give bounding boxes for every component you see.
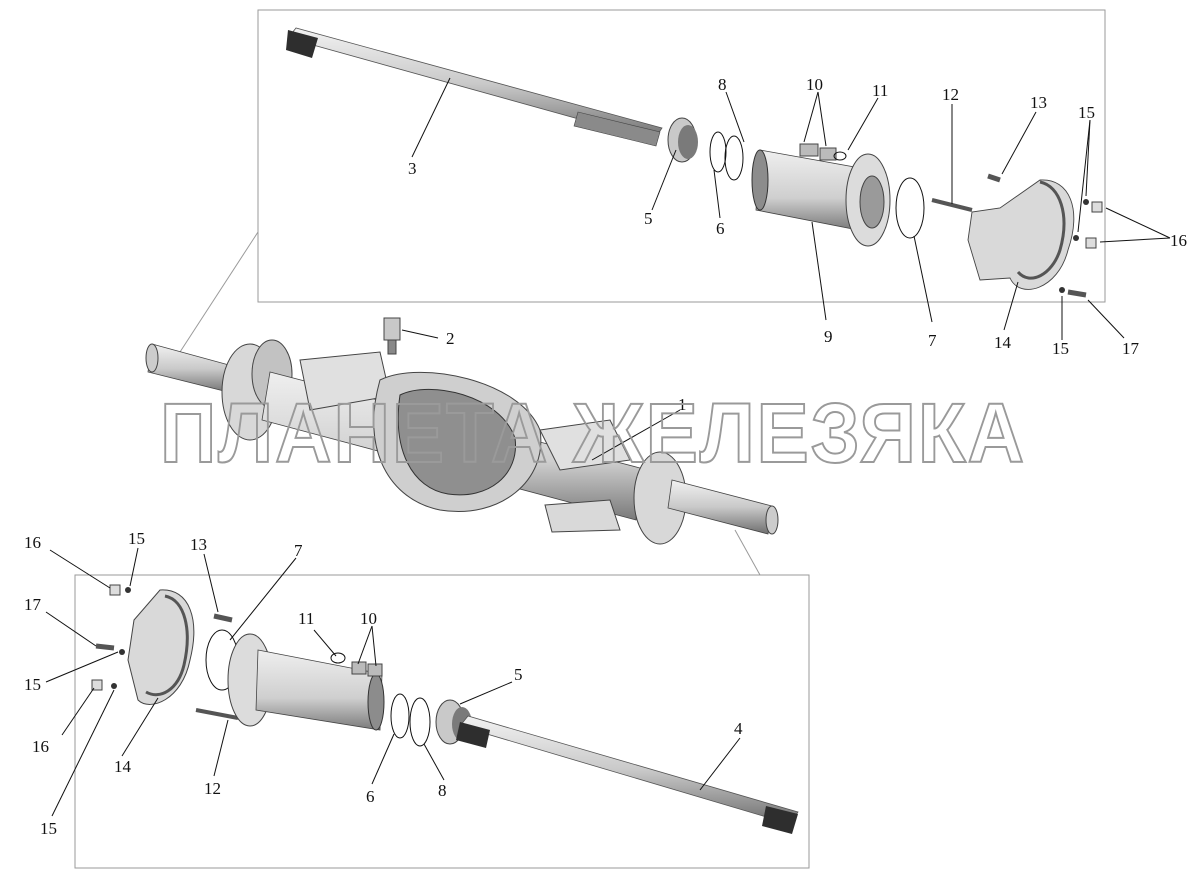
ring-11-upper [833,151,847,161]
label-2: 2 [446,329,455,348]
label-8-upper: 8 [718,75,727,94]
pin-12-upper [931,198,973,212]
label-10-lower: 10 [360,609,377,628]
label-8-lower: 8 [438,781,447,800]
ring-8-lower [409,697,431,747]
ring-6-lower [390,693,410,739]
carrier-14-upper [967,179,1075,290]
label-11-lower: 11 [298,609,314,628]
axle-housing-1 [145,339,779,545]
part-labels: 3 5 6 8 10 11 9 7 12 13 15 16 14 15 17 2… [24,75,1187,838]
label-13-lower: 13 [190,535,207,554]
label-7-lower: 7 [294,541,303,560]
label-17-upper: 17 [1122,339,1140,358]
label-16-upper: 16 [1170,231,1187,250]
axle-shaft-3 [286,27,663,147]
carrier-14-lower [127,589,195,705]
label-4: 4 [734,719,743,738]
bolt-13-lower [213,613,233,623]
label-7-upper: 7 [928,331,937,350]
watermark-text: ПЛАНЕТА ЖЕЛЕЗЯКА [160,386,1026,480]
axle-shaft-4 [456,715,799,834]
fasteners-lower [91,584,131,691]
label-11-upper: 11 [872,81,888,100]
breather-2 [383,317,401,355]
ring-6-upper [709,131,727,173]
leader-lines [45,77,1171,817]
bolt-13-upper [987,173,1001,183]
label-9: 9 [824,327,833,346]
label-16-lower-b: 16 [32,737,49,756]
upper-detail-frame [257,9,1106,303]
label-17-lower: 17 [24,595,42,614]
label-6-lower: 6 [366,787,375,806]
bushing-5-upper [667,117,698,163]
label-6-upper: 6 [716,219,725,238]
lower-frame-connector [734,529,761,576]
label-15-lower-a: 15 [128,529,145,548]
lower-detail-frame [74,574,810,869]
hub-9-lower [227,633,385,731]
label-5-lower: 5 [514,665,523,684]
label-1: 1 [678,395,687,414]
label-14-upper: 14 [994,333,1012,352]
pin-12-lower [195,708,239,720]
ring-8-upper [724,135,744,181]
label-14-lower: 14 [114,757,132,776]
fasteners-upper [1059,199,1103,298]
label-15-lower-b: 15 [24,675,41,694]
label-15-upper-b: 15 [1052,339,1069,358]
label-13-upper: 13 [1030,93,1047,112]
label-15-upper-a: 15 [1078,103,1095,122]
label-3: 3 [408,159,417,178]
label-5-upper: 5 [644,209,653,228]
label-16-lower-a: 16 [24,533,41,552]
upper-frame-connector [179,231,259,353]
label-12-lower: 12 [204,779,221,798]
hub-9-upper [751,143,891,247]
label-10-upper: 10 [806,75,823,94]
ring-7-upper [895,177,925,239]
ring-11-lower [330,652,346,664]
label-15-lower-c: 15 [40,819,57,838]
label-12-upper: 12 [942,85,959,104]
